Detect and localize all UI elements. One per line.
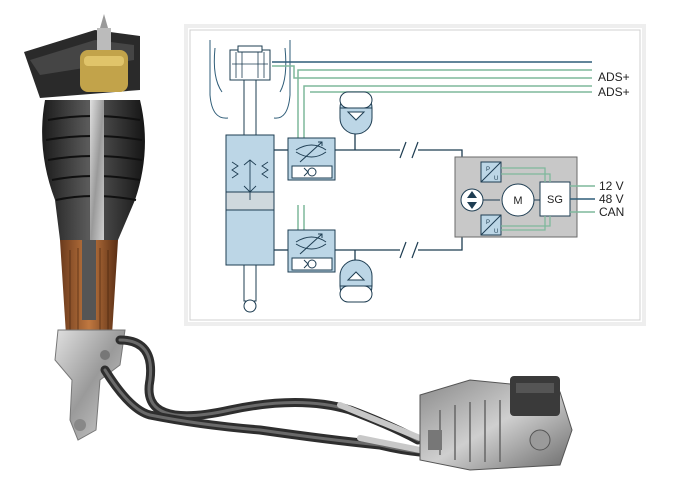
signal-label-2: ADS+ (598, 85, 630, 99)
accumulator-lower (339, 259, 373, 303)
pressure-sensor-lower: P U (480, 214, 502, 236)
power-wires (570, 185, 595, 213)
motor-symbol: M (501, 183, 535, 217)
svg-text:P: P (486, 220, 490, 226)
hydraulic-schematic: M SG P U P U (184, 24, 646, 326)
line-breaks (399, 141, 419, 259)
power-label-12v: 12 V (599, 179, 624, 193)
controller-label: SG (547, 194, 563, 206)
svg-text:U: U (494, 229, 498, 235)
schematic-strut-outline (209, 40, 291, 119)
damping-valve-upper (287, 137, 336, 181)
damping-valve-lower (287, 229, 336, 273)
accumulator-upper (339, 91, 373, 135)
motor-label: M (513, 195, 522, 207)
power-label-48v: 48 V (599, 192, 624, 206)
piston-rod (90, 100, 104, 250)
hydraulic-hoses (100, 335, 425, 457)
controller-block: SG (539, 181, 571, 217)
pump-symbol (460, 188, 500, 212)
pressure-sensor-upper: P U (480, 161, 502, 183)
internal-signal-wires (501, 167, 551, 231)
pump-motor-unit (419, 376, 573, 471)
schematic-top-mount (229, 49, 271, 81)
connector-housing (510, 376, 560, 416)
suspension-strut (24, 14, 145, 441)
svg-text:P: P (486, 167, 490, 173)
power-label-can: CAN (599, 205, 624, 219)
signal-label-1: ADS+ (598, 70, 630, 84)
svg-text:U: U (494, 176, 498, 182)
